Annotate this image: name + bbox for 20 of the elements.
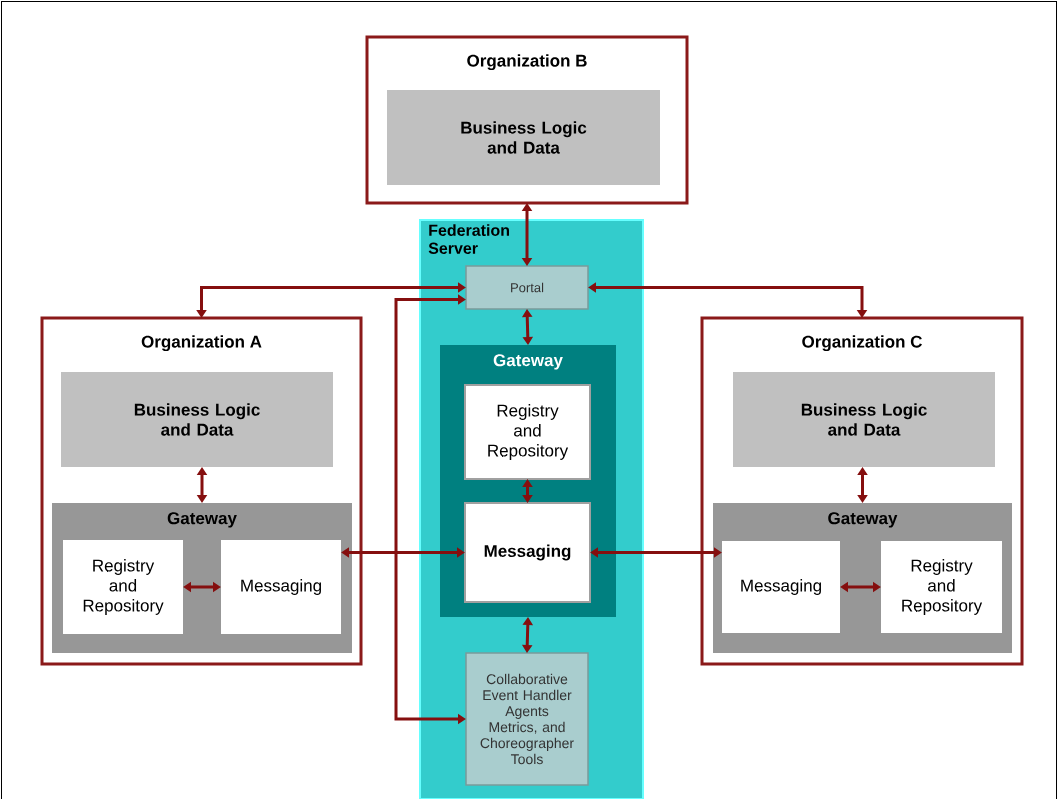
logic-box: Business Logic and Data	[387, 90, 660, 185]
arrow	[521, 309, 534, 345]
logic-box: Business Logic and Data	[61, 372, 333, 467]
arrow	[183, 581, 221, 593]
arrow	[196, 467, 208, 503]
logic-box: Business Logic and Data	[733, 372, 995, 467]
arrow	[521, 203, 533, 266]
arrow	[590, 547, 722, 558]
messaging-box: Messaging	[464, 502, 591, 603]
arrow	[522, 479, 533, 503]
messaging-box: Messaging	[221, 540, 341, 634]
registry-box: Registry and Repository	[881, 541, 1002, 633]
arrow	[341, 547, 465, 558]
arrow	[857, 467, 868, 503]
tools-box: Collaborative Event Handler Agents Metrics, and Choreographer Tools	[465, 652, 589, 786]
portal-box: Portal	[465, 265, 589, 310]
registry-box: Registry and Repository	[63, 540, 183, 634]
arrow	[840, 581, 881, 593]
messaging-box: Messaging	[722, 541, 840, 633]
registry-box: Registry and Repository	[464, 384, 591, 480]
